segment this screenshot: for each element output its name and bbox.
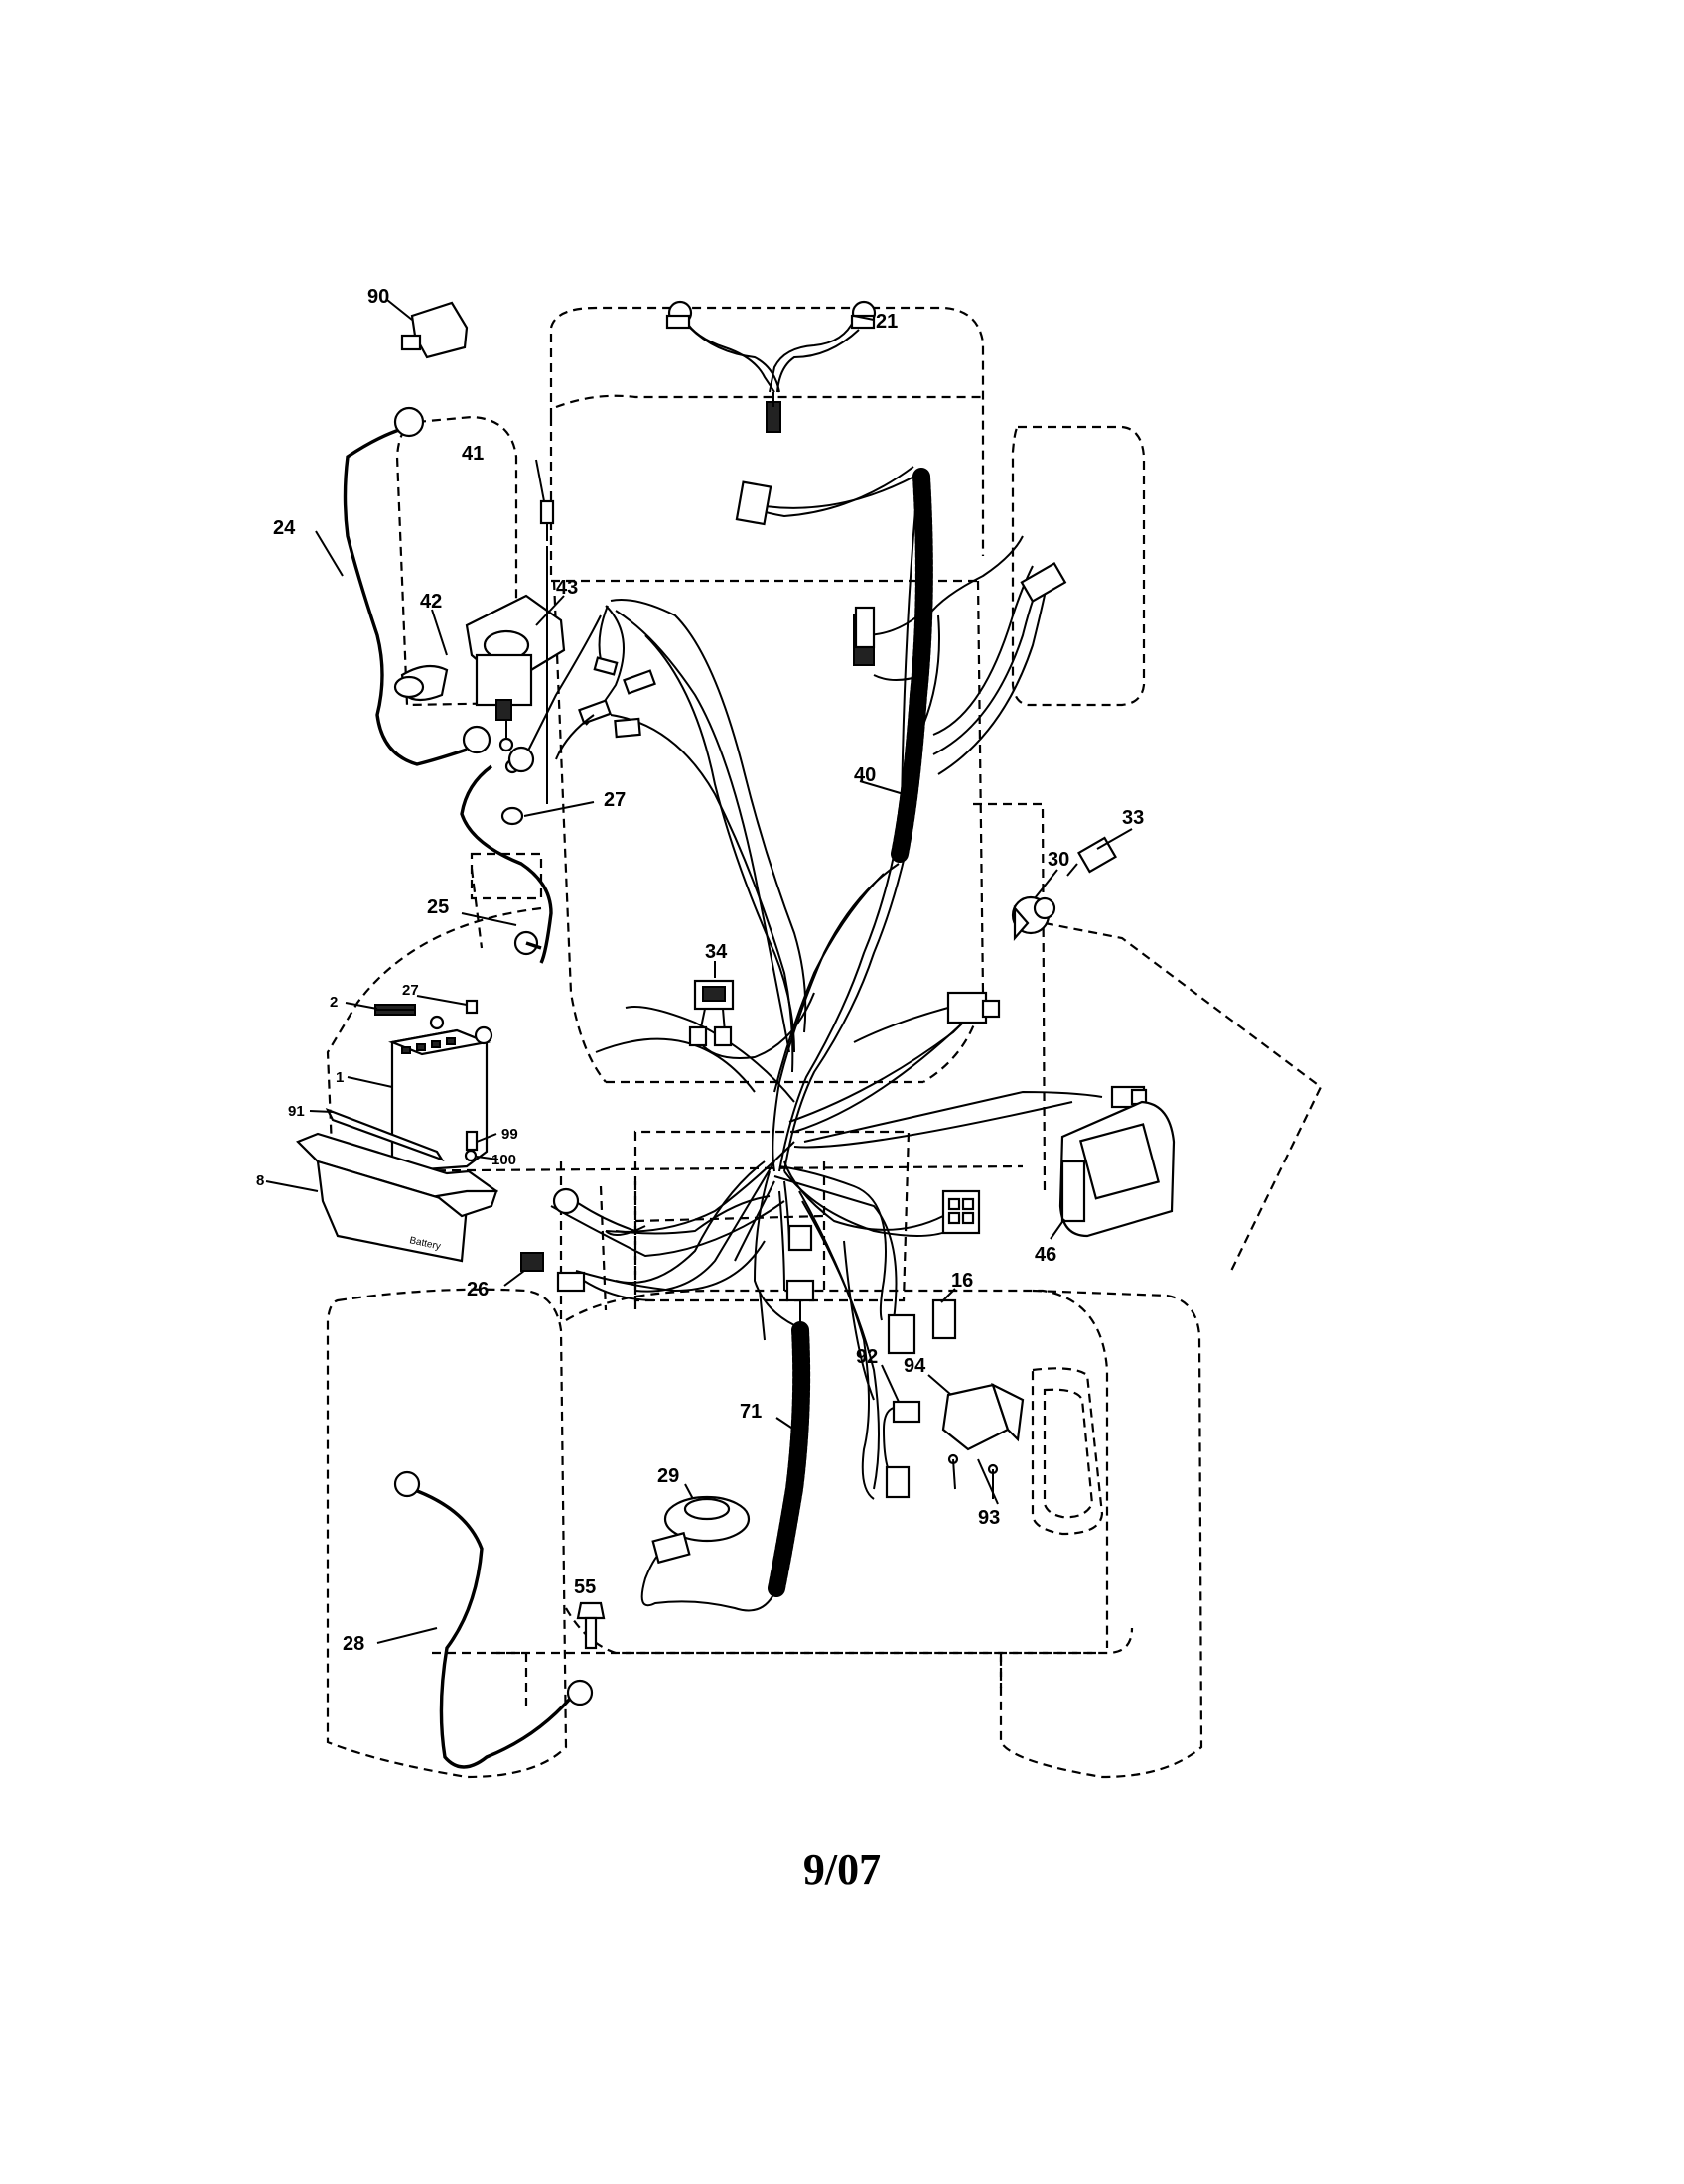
terminal-boot-42 <box>393 664 449 702</box>
bolt-55 <box>576 1601 606 1650</box>
callout-leaders <box>265 299 1133 1644</box>
connector-upper-71 <box>785 1224 815 1302</box>
connector-16 <box>887 1298 957 1355</box>
callout-40: 40 <box>854 764 876 786</box>
callout-34: 34 <box>705 941 728 963</box>
six-pin-connector <box>941 1189 981 1235</box>
callout-41: 41 <box>462 443 484 465</box>
callout-100: 100 <box>491 1152 516 1168</box>
ground-cable-28 <box>393 1470 594 1769</box>
callout-92: 92 <box>856 1346 878 1368</box>
starter-solenoid-43 <box>465 594 566 752</box>
callout-1: 1 <box>336 1069 344 1086</box>
right-connector-group <box>735 480 1067 666</box>
hold-down-91 <box>325 1107 445 1162</box>
tractor-outline <box>326 306 1323 1779</box>
callout-21: 21 <box>876 311 898 333</box>
connector-92 <box>882 1400 921 1499</box>
harness-sleeve-40 <box>891 468 933 863</box>
callout-27-lower: 27 <box>402 982 419 999</box>
callout-27: 27 <box>604 789 626 811</box>
callout-16: 16 <box>951 1270 973 1292</box>
bolt-41 <box>539 499 555 804</box>
callout-30: 30 <box>1048 849 1069 871</box>
pto-switch-29 <box>651 1495 751 1565</box>
callout-90: 90 <box>367 286 389 308</box>
callout-33: 33 <box>1122 807 1144 829</box>
left-harness-terminals <box>555 605 656 760</box>
callout-29: 29 <box>657 1465 679 1487</box>
callout-42: 42 <box>420 591 442 613</box>
battery-cable-25 <box>460 746 553 964</box>
callout-labels: 90 21 41 24 42 43 40 27 33 30 25 34 2 27… <box>256 286 1144 1655</box>
connector-90 <box>400 301 469 359</box>
callout-93: 93 <box>978 1507 1000 1529</box>
callout-8: 8 <box>256 1172 264 1189</box>
battery-1 <box>388 1015 493 1173</box>
callout-91: 91 <box>288 1103 305 1120</box>
revision-date: 9/07 <box>802 1845 882 1894</box>
callout-71: 71 <box>740 1401 762 1423</box>
harness-connector-block <box>853 991 1001 1043</box>
harness-ground-terminal <box>552 1187 636 1232</box>
bolt-99 <box>464 1130 479 1162</box>
callout-28: 28 <box>343 1633 364 1655</box>
module-46 <box>1058 1100 1176 1238</box>
coiled-cord-71 <box>640 1300 811 1612</box>
nut-27-lower <box>465 999 479 1015</box>
seat-switch-94 <box>941 1382 1025 1475</box>
callout-94: 94 <box>904 1355 926 1377</box>
battery-box-8 <box>296 1132 499 1263</box>
headlight-socket-left <box>665 314 691 330</box>
bolt-2 <box>374 1004 416 1016</box>
headlight-harness-21 <box>665 300 877 433</box>
ignition-switch-30 <box>1011 895 1056 941</box>
battery-cable-24 <box>343 406 491 766</box>
callout-99: 99 <box>501 1126 518 1143</box>
callout-55: 55 <box>574 1576 596 1598</box>
callout-2: 2 <box>330 994 338 1011</box>
rocker-switch-34 <box>688 979 815 1059</box>
switch-33 <box>1066 836 1117 877</box>
callout-46: 46 <box>1035 1244 1056 1266</box>
wiring-harness-40 <box>525 466 1103 1500</box>
callout-25: 25 <box>427 896 449 918</box>
connector-26 <box>520 1252 656 1301</box>
callout-26: 26 <box>467 1279 489 1300</box>
callout-24: 24 <box>273 517 296 539</box>
callout-43: 43 <box>556 577 578 599</box>
